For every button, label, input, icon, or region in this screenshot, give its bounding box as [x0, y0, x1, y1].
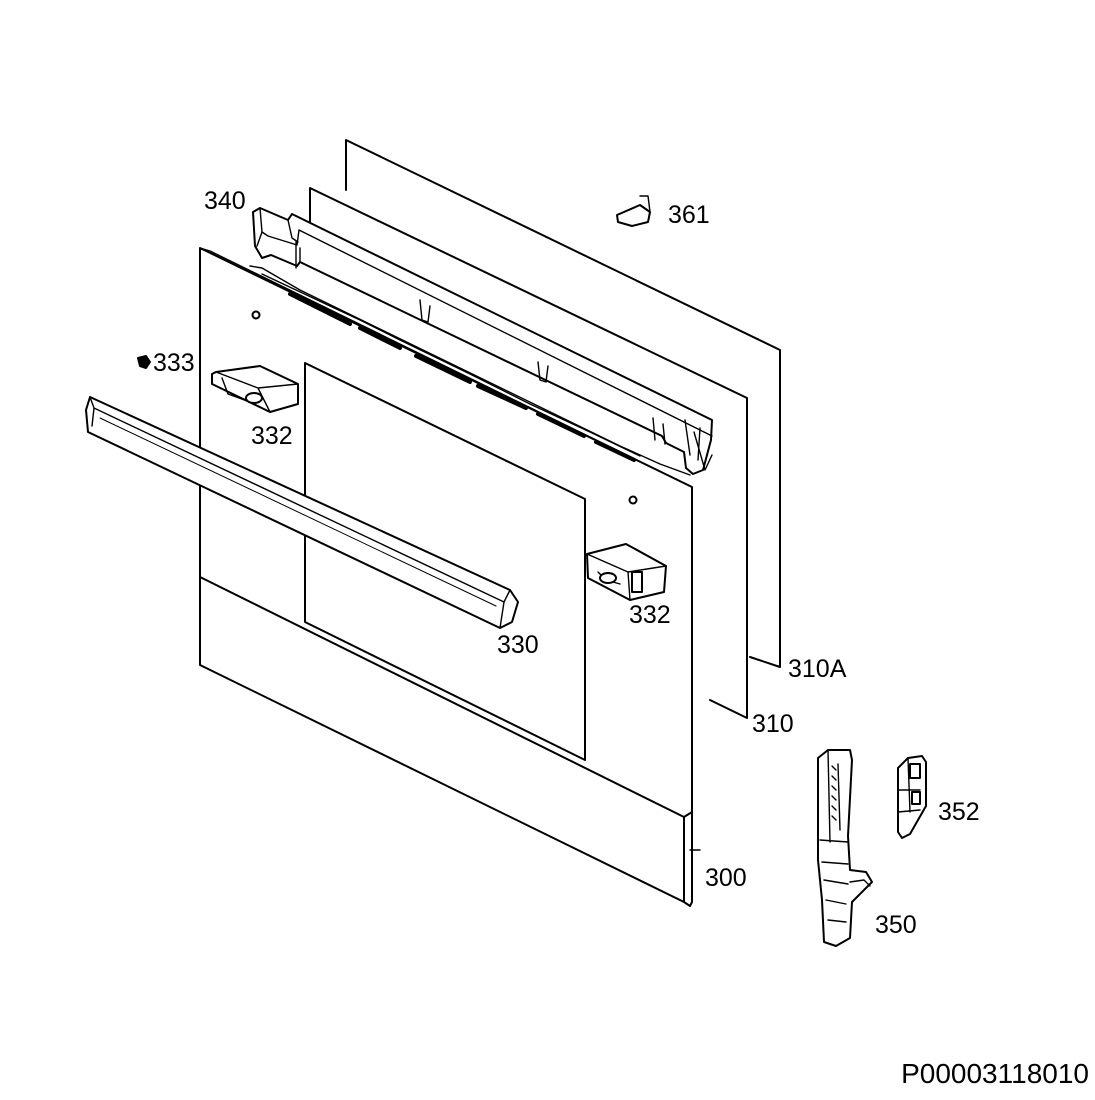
left-bracket — [211, 365, 299, 413]
callout-333: 333 — [153, 349, 195, 377]
hinge-part — [817, 749, 873, 947]
callout-300: 300 — [705, 864, 747, 892]
callout-310A: 310A — [788, 655, 847, 683]
screw-part — [137, 355, 151, 369]
spring-clip-part — [616, 195, 651, 227]
callout-332-right: 332 — [629, 601, 671, 629]
outer-glass-pane — [345, 139, 781, 668]
right-bracket — [586, 543, 667, 601]
callout-310: 310 — [752, 710, 794, 738]
callout-332-left: 332 — [251, 422, 293, 450]
callout-340: 340 — [204, 187, 246, 215]
callout-352: 352 — [938, 798, 980, 826]
callout-350: 350 — [875, 911, 917, 939]
callout-330: 330 — [497, 631, 539, 659]
callout-361: 361 — [668, 201, 710, 229]
top-profile-part — [252, 207, 713, 475]
door-handle — [85, 396, 519, 629]
drawing-code: P00003118010 — [901, 1058, 1089, 1089]
hinge-receiver-part — [897, 755, 927, 839]
inner-glass-pane — [309, 187, 748, 719]
